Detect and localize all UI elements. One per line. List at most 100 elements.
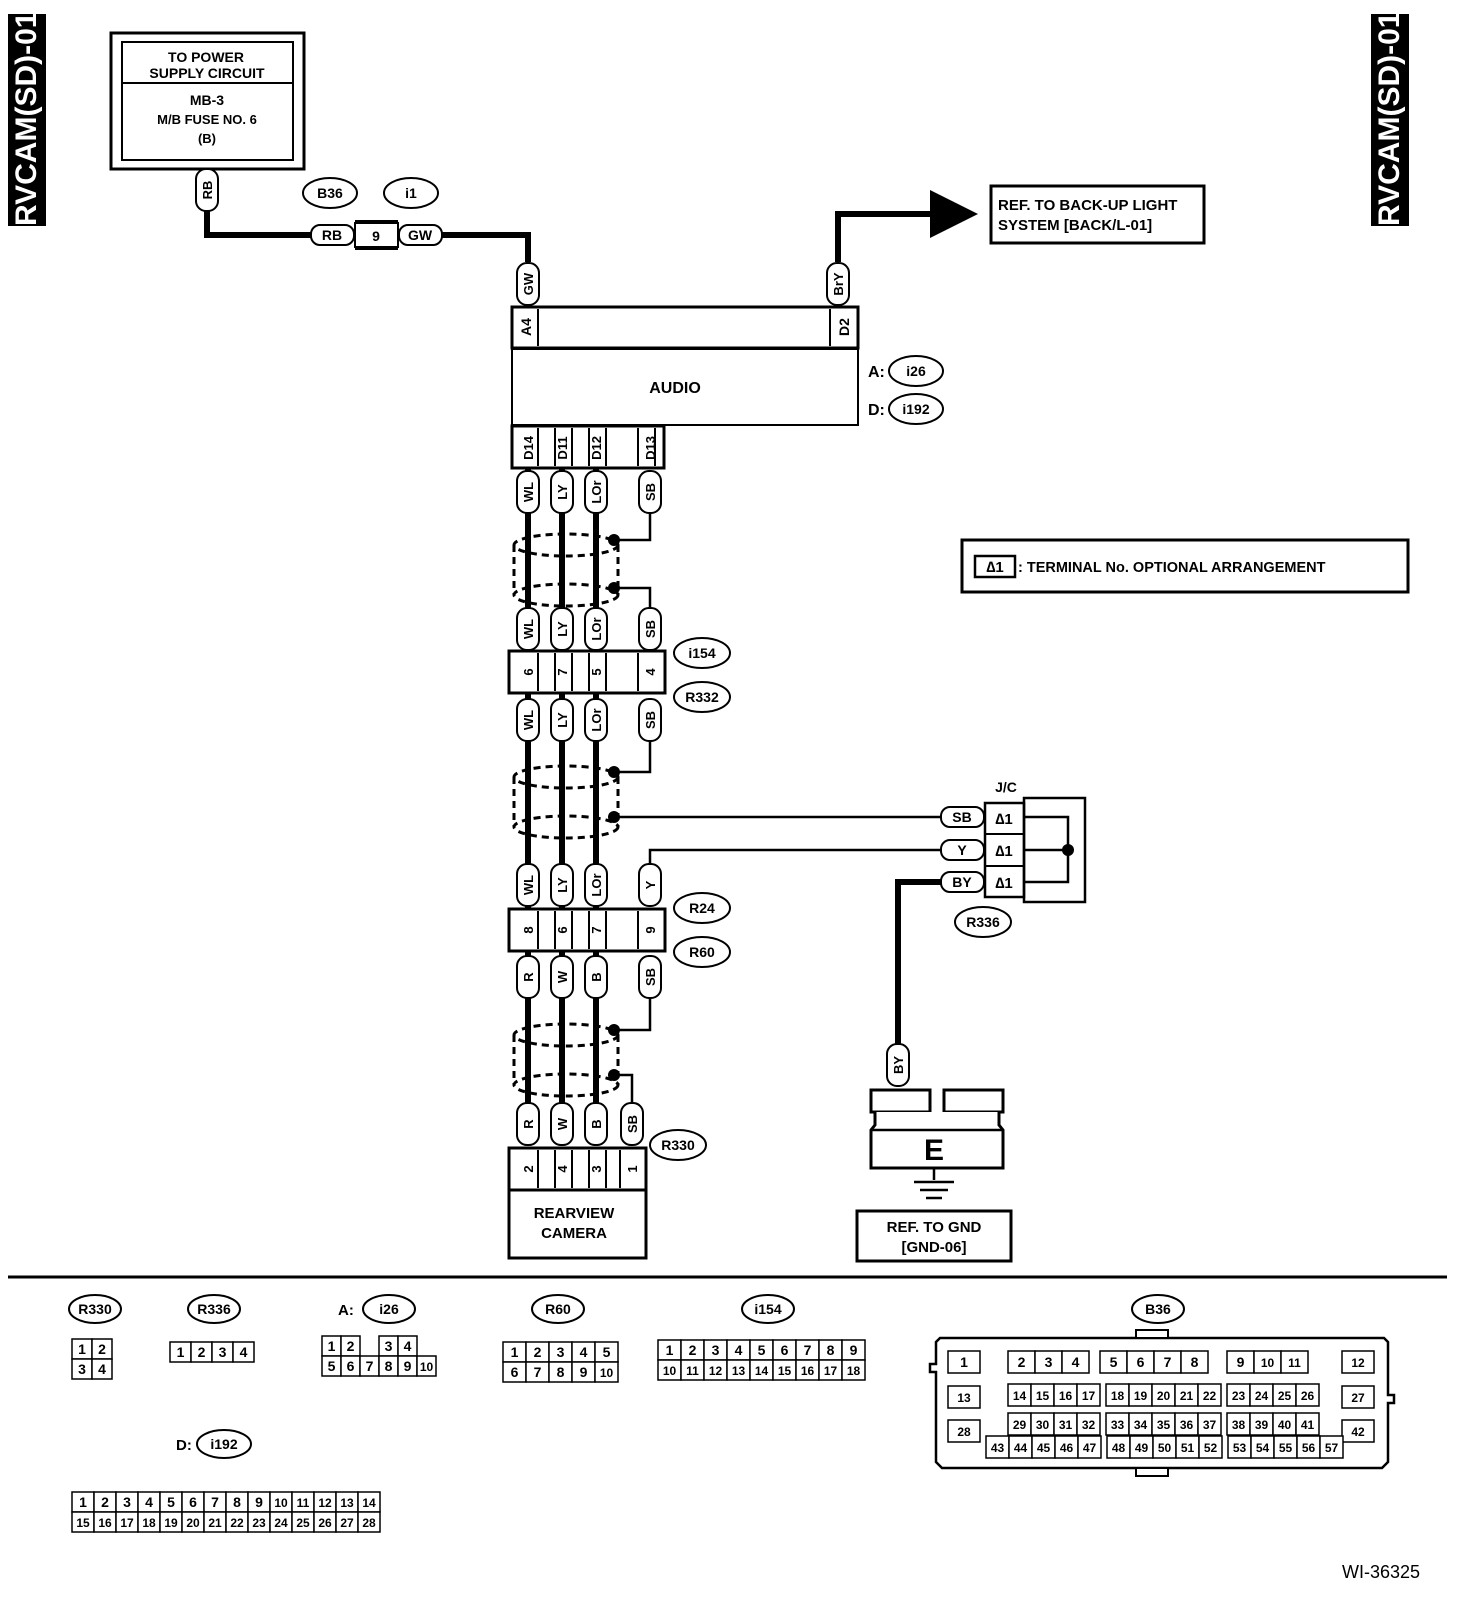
i154-view-pin-label: 18 <box>847 1364 861 1378</box>
svg-text:R60: R60 <box>689 944 715 960</box>
i26-view-pin-label: 9 <box>404 1358 412 1374</box>
wire-labels-row-3: WL LY LOr SB <box>516 698 662 742</box>
b36-view-cell <box>1280 1350 1309 1374</box>
i26-view-pin-label: 6 <box>347 1358 355 1374</box>
i154-view-pin-label: 12 <box>709 1364 723 1378</box>
i192-view-pin-label: 2 <box>101 1494 109 1510</box>
svg-text:W: W <box>555 1117 570 1130</box>
r336-view-pin-label: 1 <box>177 1344 185 1360</box>
svg-text:i26: i26 <box>906 363 926 379</box>
svg-text:LY: LY <box>555 621 570 637</box>
b36-view-cell <box>947 1385 981 1409</box>
i154-view-pin-label: 3 <box>712 1342 720 1358</box>
b36-view-pin-label: 32 <box>1082 1418 1096 1432</box>
wire-label-bry: BrY <box>826 262 850 306</box>
i192-view-pin-label: 13 <box>340 1496 354 1510</box>
b36-view-pin-label: 11 <box>1288 1356 1301 1370</box>
b36-view-pin-label: 49 <box>1135 1441 1149 1455</box>
svg-text:7: 7 <box>555 668 570 675</box>
svg-text:SB: SB <box>643 620 658 638</box>
connector-view-b36-outline <box>928 1329 1396 1477</box>
connector-label-i1: i1 <box>383 177 439 209</box>
svg-text:WL: WL <box>521 875 536 895</box>
svg-text:A:: A: <box>338 1302 354 1319</box>
b36-view-cell <box>1341 1350 1375 1374</box>
i192-view-pin-label: 24 <box>274 1516 288 1530</box>
i192-view-pin-label: 19 <box>164 1516 178 1530</box>
svg-text:i1: i1 <box>405 185 417 201</box>
i192-view-pin-label: 5 <box>167 1494 175 1510</box>
r336-view-pin-label: 2 <box>198 1344 206 1360</box>
power-box-line5: (B) <box>198 131 216 146</box>
connector-i154-r332: 6 7 5 4 <box>507 649 667 695</box>
svg-text:REF. TO BACK-UP LIGHT: REF. TO BACK-UP LIGHT <box>998 197 1177 214</box>
rearview-camera-box: REARVIEW CAMERA <box>507 1188 648 1260</box>
i192-view-pin-label: 17 <box>120 1516 134 1530</box>
r330-view-pin-label: 3 <box>78 1361 86 1377</box>
svg-text:R: R <box>521 972 536 982</box>
svg-text:Y: Y <box>957 842 967 858</box>
connector-b36-i1: RB 9 GW <box>310 220 443 250</box>
legend-symbol: ∆1 <box>986 559 1004 576</box>
r60-view-pin-label: 1 <box>511 1344 519 1360</box>
svg-text:GW: GW <box>521 272 536 295</box>
audio-pin-a4: A4 <box>518 318 534 336</box>
svg-text:SYSTEM [BACK/L-01]: SYSTEM [BACK/L-01] <box>998 217 1152 234</box>
b36-view-pin-label: 53 <box>1233 1441 1247 1455</box>
b36-view-pin-label: 54 <box>1256 1441 1270 1455</box>
i192-view-pin-label: 25 <box>296 1516 310 1530</box>
i154-view-cell <box>841 1359 866 1381</box>
b36-view-pin-label: 46 <box>1060 1441 1074 1455</box>
svg-text:5: 5 <box>589 668 604 675</box>
svg-text:J/C: J/C <box>995 779 1017 795</box>
b36-view-pin-label: 2 <box>1018 1354 1026 1370</box>
connector-view-labels: R330 R336 A: i26 R60 i154 B36 D: i192 <box>68 1294 1185 1459</box>
svg-text:R330: R330 <box>78 1301 112 1317</box>
svg-text:D:: D: <box>868 402 885 419</box>
svg-text:BrY: BrY <box>831 272 846 295</box>
svg-text:R330: R330 <box>661 1137 695 1153</box>
wire-labels-row-4: WL LY LOr Y <box>516 863 662 907</box>
document-id: WI-36325 <box>1342 1562 1421 1582</box>
b36-view-cell <box>1180 1350 1209 1374</box>
b36-view-pin-label: 19 <box>1134 1389 1148 1403</box>
svg-text:6: 6 <box>555 926 570 933</box>
b36-view-pin-label: 17 <box>1082 1389 1096 1403</box>
b36-view-pin-label: 57 <box>1325 1441 1339 1455</box>
power-box-line2: SUPPLY CIRCUIT <box>149 65 265 81</box>
b36-view-pin-label: 52 <box>1204 1441 1218 1455</box>
power-box-line1: TO POWER <box>168 49 244 65</box>
joint-connector-jc: J/C ∆1 ∆1 ∆1 <box>983 779 1087 904</box>
i192-view-pin-label: 11 <box>297 1496 310 1510</box>
i192-view-pin-label: 21 <box>208 1516 222 1530</box>
b36-view-pin-label: 41 <box>1301 1418 1315 1432</box>
r336-view-pin-label: 3 <box>219 1344 227 1360</box>
b36-view-pin-label: 23 <box>1232 1389 1246 1403</box>
i154-view-pin-label: 9 <box>850 1342 858 1358</box>
svg-text:SB: SB <box>952 809 971 825</box>
b36-view-cell <box>1341 1419 1375 1443</box>
svg-text:D:: D: <box>176 1437 192 1454</box>
i154-view-pin-label: 11 <box>686 1364 699 1378</box>
svg-text:i192: i192 <box>902 401 929 417</box>
svg-text:i26: i26 <box>379 1301 399 1317</box>
i192-view-pin-label: 18 <box>142 1516 156 1530</box>
svg-text:4: 4 <box>555 1165 570 1173</box>
b36-view-pin-label: 22 <box>1203 1389 1217 1403</box>
svg-text:R24: R24 <box>689 900 715 916</box>
b36-view-pin-label: 4 <box>1072 1354 1080 1370</box>
svg-text:Y: Y <box>643 880 658 889</box>
b36-view-pin-label: 30 <box>1036 1418 1050 1432</box>
power-box-line4: M/B FUSE NO. 6 <box>157 112 257 127</box>
b36-view-pin-label: 51 <box>1181 1441 1195 1455</box>
b36-view-pin-label: 45 <box>1037 1441 1051 1455</box>
svg-text:8: 8 <box>521 926 536 933</box>
svg-text:LOr: LOr <box>589 708 604 731</box>
wire-label-rb-top: RB <box>195 168 219 212</box>
svg-text:7: 7 <box>589 926 604 933</box>
svg-text:LY: LY <box>555 877 570 893</box>
svg-text:R336: R336 <box>966 914 1000 930</box>
svg-text:A:: A: <box>868 364 885 381</box>
svg-text:BY: BY <box>952 874 972 890</box>
b36-view-pin-label: 18 <box>1111 1389 1125 1403</box>
